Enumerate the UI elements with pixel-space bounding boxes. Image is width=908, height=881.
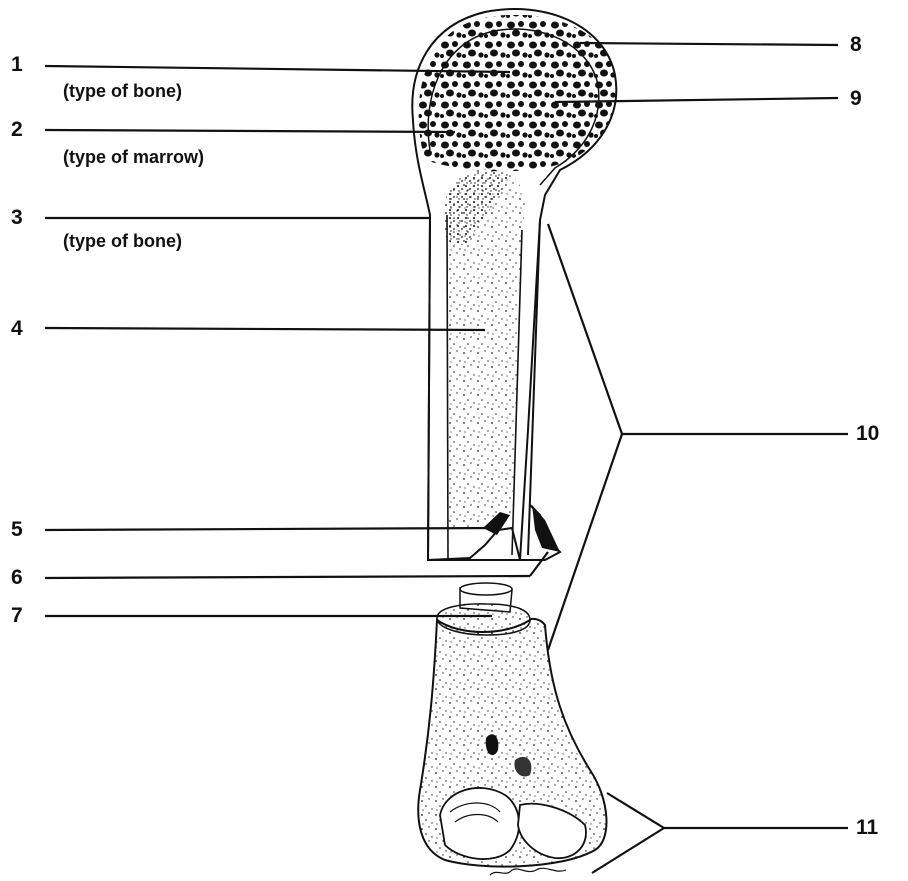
label-8-number: 8	[850, 34, 862, 55]
leader-6-tail	[530, 552, 548, 576]
leader-8	[580, 43, 838, 45]
label-6-number: 6	[11, 567, 23, 588]
upper-bone	[410, 9, 630, 560]
label-3-number: 3	[11, 207, 23, 228]
bracket-11-upper	[607, 793, 664, 828]
leader-2	[45, 130, 455, 132]
lower-bone	[418, 583, 606, 875]
label-1-number: 1	[11, 54, 23, 75]
label-2-number: 2	[11, 119, 23, 140]
label-4-number: 4	[11, 318, 23, 339]
label-5-number: 5	[11, 519, 23, 540]
label-2-type: (type of marrow)	[63, 148, 204, 166]
leader-4	[45, 328, 485, 330]
label-9-number: 9	[850, 88, 862, 109]
bracket-10-lower	[548, 434, 622, 650]
label-11-number: 11	[856, 817, 878, 838]
label-10-number: 10	[856, 423, 879, 444]
label-1-type: (type of bone)	[63, 82, 182, 100]
leader-6	[45, 576, 530, 578]
bracket-10-upper	[548, 224, 622, 434]
label-3-type: (type of bone)	[63, 232, 182, 250]
label-7-number: 7	[11, 605, 23, 626]
